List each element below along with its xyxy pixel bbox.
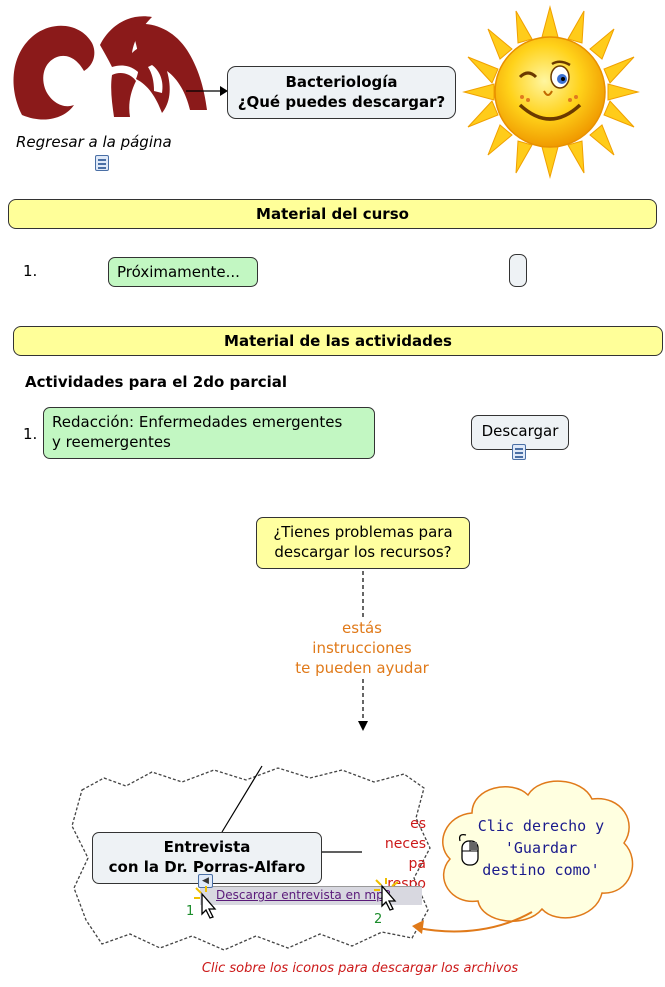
page-subtitle: ¿Qué puedes descargar? <box>237 93 446 111</box>
horse-head-logo-icon[interactable] <box>2 5 217 130</box>
activity-item-label: Redacción: Enfermedades emergentes <box>52 413 343 431</box>
section-heading: Actividades para el 2do parcial <box>25 373 288 391</box>
document-icon[interactable] <box>95 155 109 171</box>
help-link[interactable]: estás instrucciones te pueden ayudar <box>295 619 429 677</box>
course-item-node[interactable]: Próximamente... <box>108 257 258 287</box>
cropped-text-fragment: es neces pa respo <box>384 816 426 892</box>
help-question-node[interactable]: ¿Tienes problemas para descargar los rec… <box>256 517 470 569</box>
mp3-download-link[interactable]: Descargar entrevista en mp3 <box>216 888 392 902</box>
cursor-click-icon <box>374 878 399 911</box>
step-number: 1 <box>186 904 195 919</box>
document-icon[interactable] <box>512 444 526 460</box>
cloud-callout <box>442 780 634 922</box>
activities-material-banner: Material de las actividades <box>13 326 663 356</box>
course-download-button[interactable] <box>509 254 527 287</box>
footer-note: Clic sobre los iconos para descargar los… <box>201 961 519 976</box>
download-link-bar[interactable] <box>200 886 422 905</box>
help-question-line1: ¿Tienes problemas para <box>273 523 453 541</box>
interview-title: Entrevista <box>163 838 251 856</box>
winking-sun-icon <box>462 5 640 179</box>
step-number: 2 <box>374 912 383 927</box>
page-title: Bacteriología <box>285 73 398 91</box>
interview-subtitle: con la Dr. Porras-Alfaro <box>108 858 306 876</box>
course-item-number: 1. <box>23 262 38 280</box>
activity-item-number: 1. <box>23 425 38 443</box>
callout-arrow <box>412 911 533 934</box>
help-question-line2: descargar los recursos? <box>274 543 452 561</box>
activity-item-node[interactable]: Redacción: Enfermedades emergentes y ree… <box>43 407 375 459</box>
mouse-icon <box>458 833 479 866</box>
help-connector <box>358 571 368 731</box>
activity-item-label-cont: y reemergentes <box>52 433 171 451</box>
cloud-instruction: Clic derecho y 'Guardar destino como' <box>477 817 605 879</box>
connector-arrow <box>186 86 228 96</box>
course-material-banner: Material del curso <box>8 199 657 229</box>
cursor-click-icon <box>194 886 217 919</box>
page-title-node: Bacteriología ¿Qué puedes descargar? <box>227 66 456 119</box>
back-link[interactable]: Regresar a la página <box>16 133 172 151</box>
